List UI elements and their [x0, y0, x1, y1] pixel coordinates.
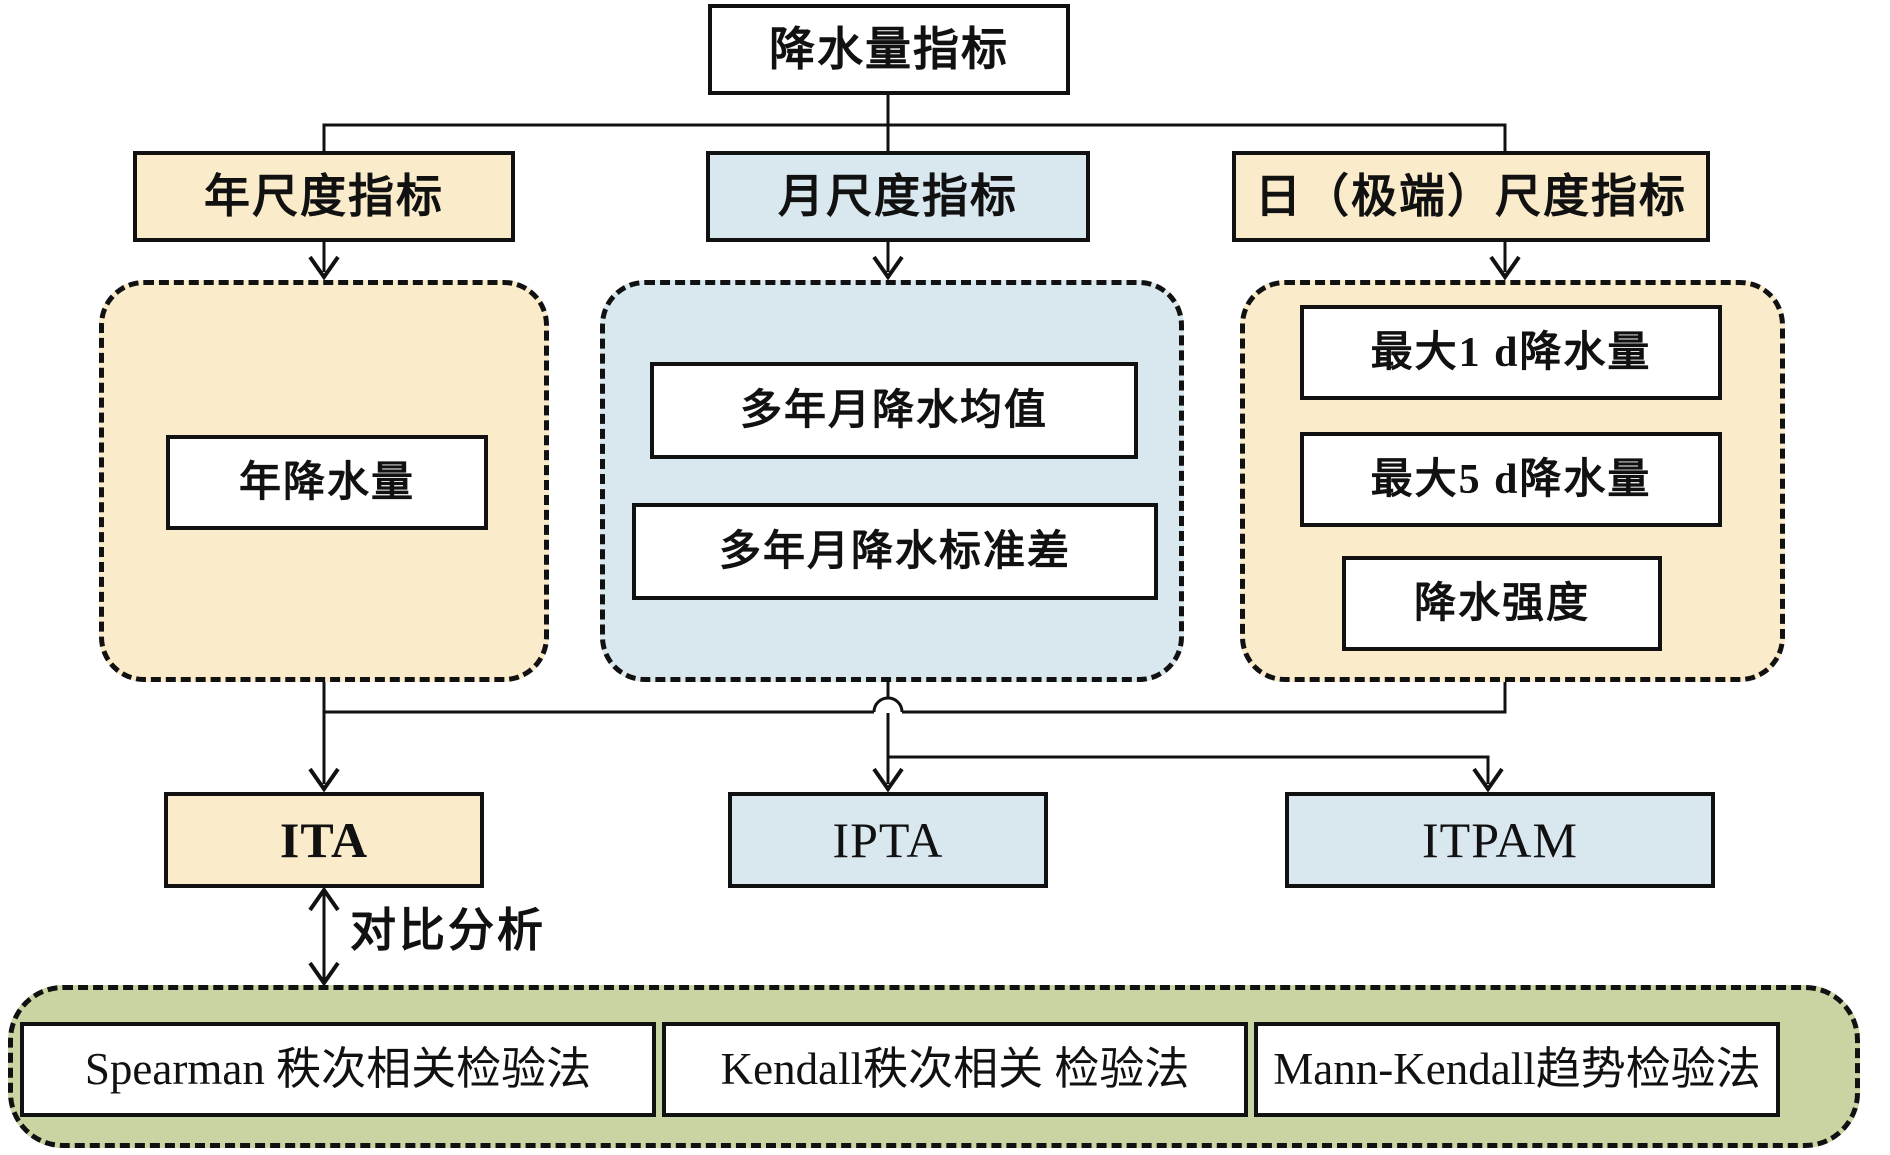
annual-scale-node: 年尺度指标 — [133, 151, 515, 242]
arrowhead-monthly-container — [872, 255, 904, 281]
itpam-method-node: ITPAM — [1285, 792, 1715, 888]
arrowhead-ipta — [872, 767, 904, 793]
annual-precipitation-node: 年降水量 — [166, 435, 488, 530]
mann-kendall-test-node: Mann-Kendall趋势检验法 — [1254, 1022, 1780, 1117]
ipta-method-node: IPTA — [728, 792, 1048, 888]
arrowhead-ita — [308, 767, 340, 793]
monthly-scale-node: 月尺度指标 — [706, 151, 1090, 242]
arrowhead-annual-container — [308, 255, 340, 281]
kendall-test-node: Kendall秩次相关 检验法 — [662, 1022, 1248, 1117]
arrowhead-daily-container — [1489, 255, 1521, 281]
spearman-test-node: Spearman 秩次相关检验法 — [20, 1022, 656, 1117]
arrowhead-up-ita — [308, 886, 340, 912]
monthly-indicators-container — [600, 280, 1184, 682]
arrowhead-itpam — [1472, 767, 1504, 793]
comparison-analysis-label: 对比分析 — [350, 905, 546, 956]
arrowhead-down-tests — [308, 961, 340, 987]
daily-scale-node: 日（极端）尺度指标 — [1232, 151, 1710, 242]
edge-distribution-line — [322, 123, 1507, 151]
max-5d-precipitation-node: 最大5 d降水量 — [1300, 432, 1722, 527]
monthly-std-node: 多年月降水标准差 — [632, 503, 1158, 600]
root-node: 降水量指标 — [708, 4, 1070, 95]
precipitation-intensity-node: 降水强度 — [1342, 556, 1662, 651]
edge-monthly-to-itpam — [888, 755, 1490, 784]
edge-hop-over-monthly-axis — [872, 696, 904, 713]
edge-join-annual-daily-right — [902, 682, 1507, 714]
max-1d-precipitation-node: 最大1 d降水量 — [1300, 305, 1722, 400]
monthly-mean-node: 多年月降水均值 — [650, 362, 1138, 459]
ita-method-node: ITA — [164, 792, 484, 888]
